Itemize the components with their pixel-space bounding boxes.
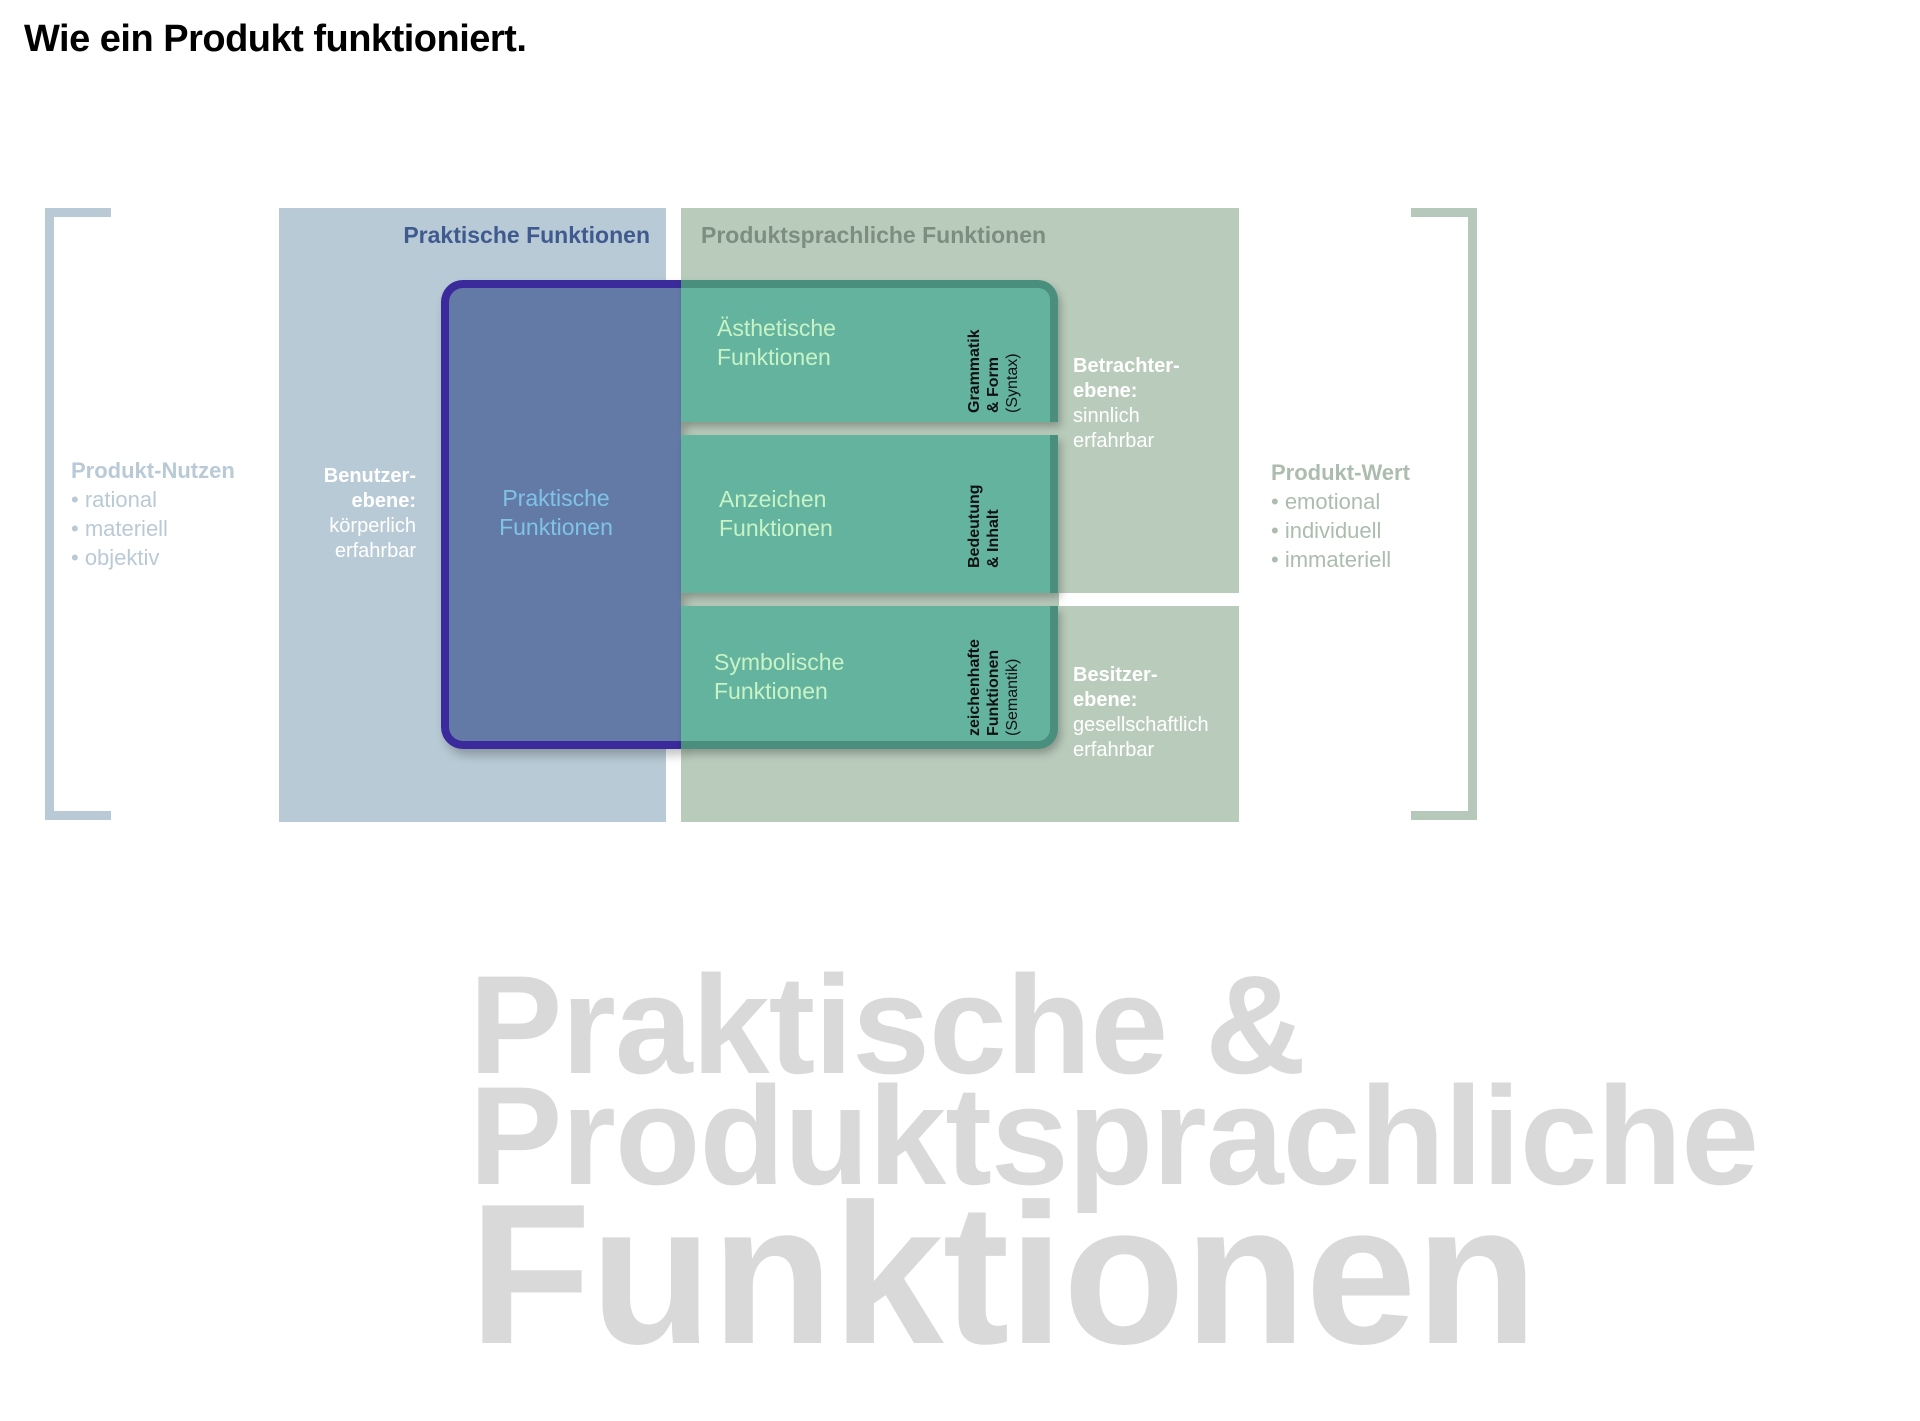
label-line: Funktionen [717, 344, 831, 370]
page-title: Wie ein Produkt funktioniert. [24, 18, 527, 60]
list-item: • immateriell [1271, 547, 1392, 572]
caption-line: (Syntax) [1004, 353, 1021, 413]
caption-line: & Form [985, 357, 1002, 413]
list-heading: Produkt-Wert [1271, 460, 1410, 485]
level-title: Besitzer- [1073, 664, 1158, 686]
panel-filler [681, 593, 1059, 606]
indicator-functions-box: Anzeichen Funktionen Bedeutung & Inhalt [681, 435, 1058, 593]
left-bracket [45, 208, 111, 820]
language-functions-heading: Produktsprachliche Funktionen [701, 222, 1047, 248]
list-item: • objektiv [71, 545, 160, 570]
list-item: • emotional [1271, 489, 1381, 514]
label-line: Ästhetische [717, 315, 836, 341]
level-line: erfahrbar [1073, 430, 1155, 452]
caption-line: (Semantik) [1004, 658, 1021, 736]
watermark-line: Praktische & [469, 946, 1306, 1103]
list-item: • individuell [1271, 518, 1382, 543]
box-label: Ästhetische Funktionen [717, 314, 836, 372]
level-title: ebene: [1073, 380, 1138, 402]
level-title: ebene: [1073, 689, 1138, 711]
symbolic-functions-box: Symbolische Funktionen zeichenhafte Funk… [681, 606, 1058, 749]
caption-line: & Inhalt [985, 509, 1002, 568]
label-line: Symbolische [714, 649, 845, 675]
practical-functions-box [441, 280, 681, 749]
aesthetic-functions-box: Ästhetische Funktionen Grammatik & Form … [681, 280, 1058, 422]
box-label: Anzeichen Funktionen [719, 485, 833, 543]
product-value-list: Produkt-Wert • emotional • individuell •… [1271, 458, 1410, 574]
watermark-line: Produktsprachliche [469, 1057, 1759, 1214]
right-bracket [1411, 208, 1477, 820]
level-line: gesellschaftlich [1073, 714, 1209, 736]
caption-line: zeichenhafte [966, 639, 983, 736]
label-line: Praktische [502, 485, 610, 511]
product-benefit-list: Produkt-Nutzen • rational • materiell • … [71, 456, 235, 572]
caption-line: Bedeutung [966, 484, 983, 568]
watermark-line: Funktionen [469, 1163, 1538, 1386]
label-line: Anzeichen [719, 486, 827, 512]
list-heading: Produkt-Nutzen [71, 458, 235, 483]
label-line: Funktionen [714, 678, 828, 704]
box-label: Symbolische Funktionen [714, 648, 844, 706]
user-level-label: Benutzer- ebene: körperlich erfahrbar [290, 464, 416, 564]
practical-functions-heading: Praktische Funktionen [403, 222, 650, 248]
level-title: Benutzer- [323, 465, 416, 487]
label-line: Funktionen [719, 515, 833, 541]
practical-functions-label: Praktische Funktionen [471, 484, 641, 542]
owner-level-label: Besitzer- ebene: gesellschaftlich erfahr… [1073, 663, 1209, 763]
level-line: sinnlich [1073, 405, 1140, 427]
level-title: ebene: [351, 490, 416, 512]
vertical-caption: Grammatik & Form (Syntax) [965, 329, 1022, 413]
caption-line: Funktionen [985, 649, 1002, 736]
level-line: körperlich [329, 515, 416, 537]
level-title: Betrachter- [1073, 355, 1180, 377]
vertical-caption: zeichenhafte Funktionen (Semantik) [965, 639, 1022, 736]
list-item: • materiell [71, 516, 168, 541]
level-line: erfahrbar [334, 540, 416, 562]
level-line: erfahrbar [1073, 739, 1155, 761]
caption-line: Grammatik [966, 329, 983, 413]
viewer-level-label: Betrachter- ebene: sinnlich erfahrbar [1073, 354, 1180, 454]
label-line: Funktionen [499, 514, 613, 540]
vertical-caption: Bedeutung & Inhalt [965, 484, 1003, 568]
list-item: • rational [71, 487, 157, 512]
